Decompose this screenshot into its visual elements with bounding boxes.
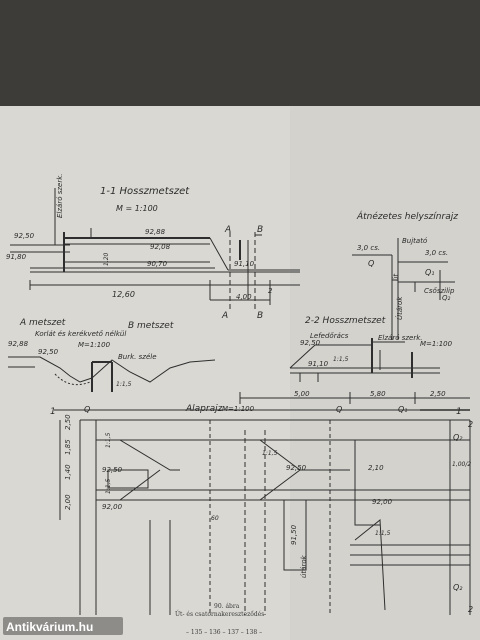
- figure-caption: Út- és csatornakereszteződés: [175, 610, 264, 618]
- ut-label: út: [392, 274, 400, 281]
- level-a-92-88: 92,88: [8, 340, 29, 348]
- level-91-80: 91,80: [6, 253, 27, 261]
- level-91-10: 91,10: [234, 260, 255, 268]
- plan-level-91-50: 91,50: [290, 524, 298, 545]
- level-2-91-10: 91,10: [308, 360, 329, 368]
- level-90-70: 90,70: [147, 260, 168, 268]
- overview-title: Átnézetes helyszínrajz: [356, 210, 458, 222]
- section-2-2-drawing: [289, 338, 440, 382]
- plan-q1: Q₁: [398, 405, 408, 414]
- dim-1-20: 1,20: [103, 252, 110, 266]
- plan-q2-bottom: Q₂: [453, 583, 463, 592]
- section-1-1-drawing: [10, 188, 300, 310]
- section-b-title: B metszet: [128, 321, 174, 331]
- bujtato-label: Bujtató: [402, 237, 428, 245]
- plan-slope-4: 1:1,5: [375, 530, 391, 537]
- floor-plan-drawing: [54, 392, 471, 615]
- dim-4-00: 4,00: [236, 293, 252, 301]
- marker-b-bottom: B: [257, 311, 263, 321]
- section-2-2-scale: M=1:100: [420, 340, 453, 348]
- section-1-1-scale: M = 1:100: [116, 204, 158, 213]
- plan-plate-width: 60: [211, 515, 219, 522]
- marker-a-bottom: A: [221, 311, 228, 321]
- plan-marker-1-left: 1: [50, 407, 56, 417]
- dim-12-60: 12,60: [112, 290, 135, 299]
- level-92-50: 92,50: [14, 232, 35, 240]
- plan-level-92-00-right: 92,00: [372, 498, 393, 506]
- dim-top-5-00: 5,00: [294, 390, 310, 398]
- section-1-1-title: 1-1 Hosszmetszet: [100, 186, 190, 197]
- plan-slope-2: 1:1,5: [105, 478, 112, 494]
- plan-ratio: 1,00/2: [452, 461, 471, 468]
- plan-marker-2-top: 2: [468, 420, 473, 429]
- slope-2-2: 1:1,5: [333, 356, 349, 363]
- plan-q-left: Q: [84, 405, 90, 414]
- plan-utarok-label: útárok: [300, 554, 308, 578]
- dim-left-2-50: 2,50: [64, 414, 72, 430]
- marker-2-side: 2: [268, 287, 273, 295]
- overview-q-right: Q₁: [425, 268, 435, 277]
- figure-number: 90. ábra: [214, 603, 240, 610]
- level-92-88: 92,88: [145, 228, 166, 236]
- utarok-label: Útárok: [395, 296, 404, 320]
- elzaro-szerk-label: Elzáró szerk.: [56, 173, 64, 218]
- kerb-note: Burk. széle: [118, 353, 157, 361]
- page-numbers: – 135 – 136 – 137 – 138 –: [186, 629, 262, 636]
- floor-plan-scale: M=1:100: [222, 405, 255, 413]
- watermark-shadow: [3, 617, 123, 635]
- csoszilip-label: Csőszilip: [424, 286, 455, 295]
- section-a-title: A metszet: [19, 318, 66, 328]
- marker-a-top: A: [224, 225, 231, 235]
- level-2-92-50: 92,50: [300, 339, 321, 347]
- lefedoracs-label: Lefedőrács: [310, 331, 349, 340]
- plan-q-mid: Q: [336, 405, 342, 414]
- dim-left-2-00: 2,00: [64, 494, 72, 510]
- marker-b-top: B: [257, 225, 263, 235]
- pipe-label-left: 3,0 cs.: [357, 244, 380, 252]
- page-top-strip: [0, 0, 480, 106]
- plan-marker-1-right: 1: [456, 407, 462, 417]
- plan-level-92-50-right: 92,50: [286, 464, 307, 472]
- dim-top-2-50: 2,50: [430, 390, 446, 398]
- section-a-scale: M=1:100: [78, 341, 111, 349]
- dim-left-1-40: 1,40: [64, 464, 72, 480]
- level-a-92-50: 92,50: [38, 348, 59, 356]
- overview-q2: Q₂: [442, 294, 451, 302]
- plan-marker-2-bottom: 2: [468, 605, 473, 614]
- watermark-text: Antikvárium.hu: [6, 620, 93, 634]
- plan-slope-3: 1:1,5: [262, 450, 278, 457]
- pipe-label-right: 3,0 cs.: [425, 249, 448, 257]
- elzaro-szerk-2-label: Elzáró szerk.: [378, 334, 423, 342]
- floor-plan-title: Alaprajz: [185, 404, 223, 414]
- slope-a: 1:1,5: [116, 381, 132, 388]
- plan-level-92-50-left: 92,50: [102, 466, 123, 474]
- overview-q-left: Q: [368, 259, 374, 268]
- overview-drawing: [352, 238, 455, 340]
- level-92-08: 92,08: [150, 243, 171, 251]
- dim-left-1-85: 1,85: [64, 439, 72, 455]
- plan-q2-top: Q₂: [453, 433, 463, 442]
- dim-top-5-80: 5,80: [370, 390, 386, 398]
- section-2-2-title: 2-2 Hosszmetszet: [305, 316, 386, 326]
- plan-level-2-10: 2,10: [368, 464, 384, 472]
- railing-note: Korlát és kerékvető nélkül: [35, 329, 126, 338]
- section-a-b-drawing: [8, 356, 216, 392]
- plan-slope-1: 1:1,5: [105, 432, 112, 448]
- plan-level-92-00-left: 92,00: [102, 503, 123, 511]
